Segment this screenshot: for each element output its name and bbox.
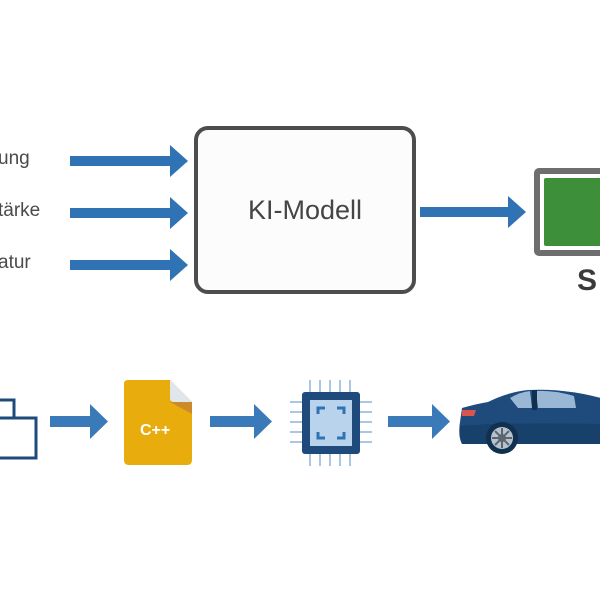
input-label-wrap-1: ung [0, 148, 30, 178]
model-title: KI-Modell [247, 194, 363, 225]
pipeline-arrow-3 [388, 404, 450, 439]
input-arrow-1 [70, 145, 188, 177]
car-icon [459, 389, 600, 454]
output-display-icon [534, 168, 600, 256]
microchip-icon [290, 380, 372, 466]
input-label-wrap-3: atur [0, 252, 31, 282]
status-screen [544, 178, 600, 246]
input-label-2: tärke [0, 200, 41, 221]
cpp-file-icon [124, 380, 192, 465]
pipeline-arrow-1 [50, 404, 108, 439]
input-arrows [70, 145, 188, 281]
cpp-label: C++ [140, 422, 171, 439]
folder-icon [0, 398, 38, 460]
output-arrow [420, 196, 526, 228]
output-caption: S [577, 264, 598, 297]
input-arrow-2 [70, 197, 188, 229]
pipeline-arrow-2 [210, 404, 272, 439]
input-arrow-3 [70, 249, 188, 281]
input-label-3: atur [0, 252, 31, 273]
ki-model-box: KI-Modell [194, 126, 416, 294]
input-label-wrap-2: tärke [0, 200, 40, 230]
input-label-1: ung [0, 148, 30, 169]
